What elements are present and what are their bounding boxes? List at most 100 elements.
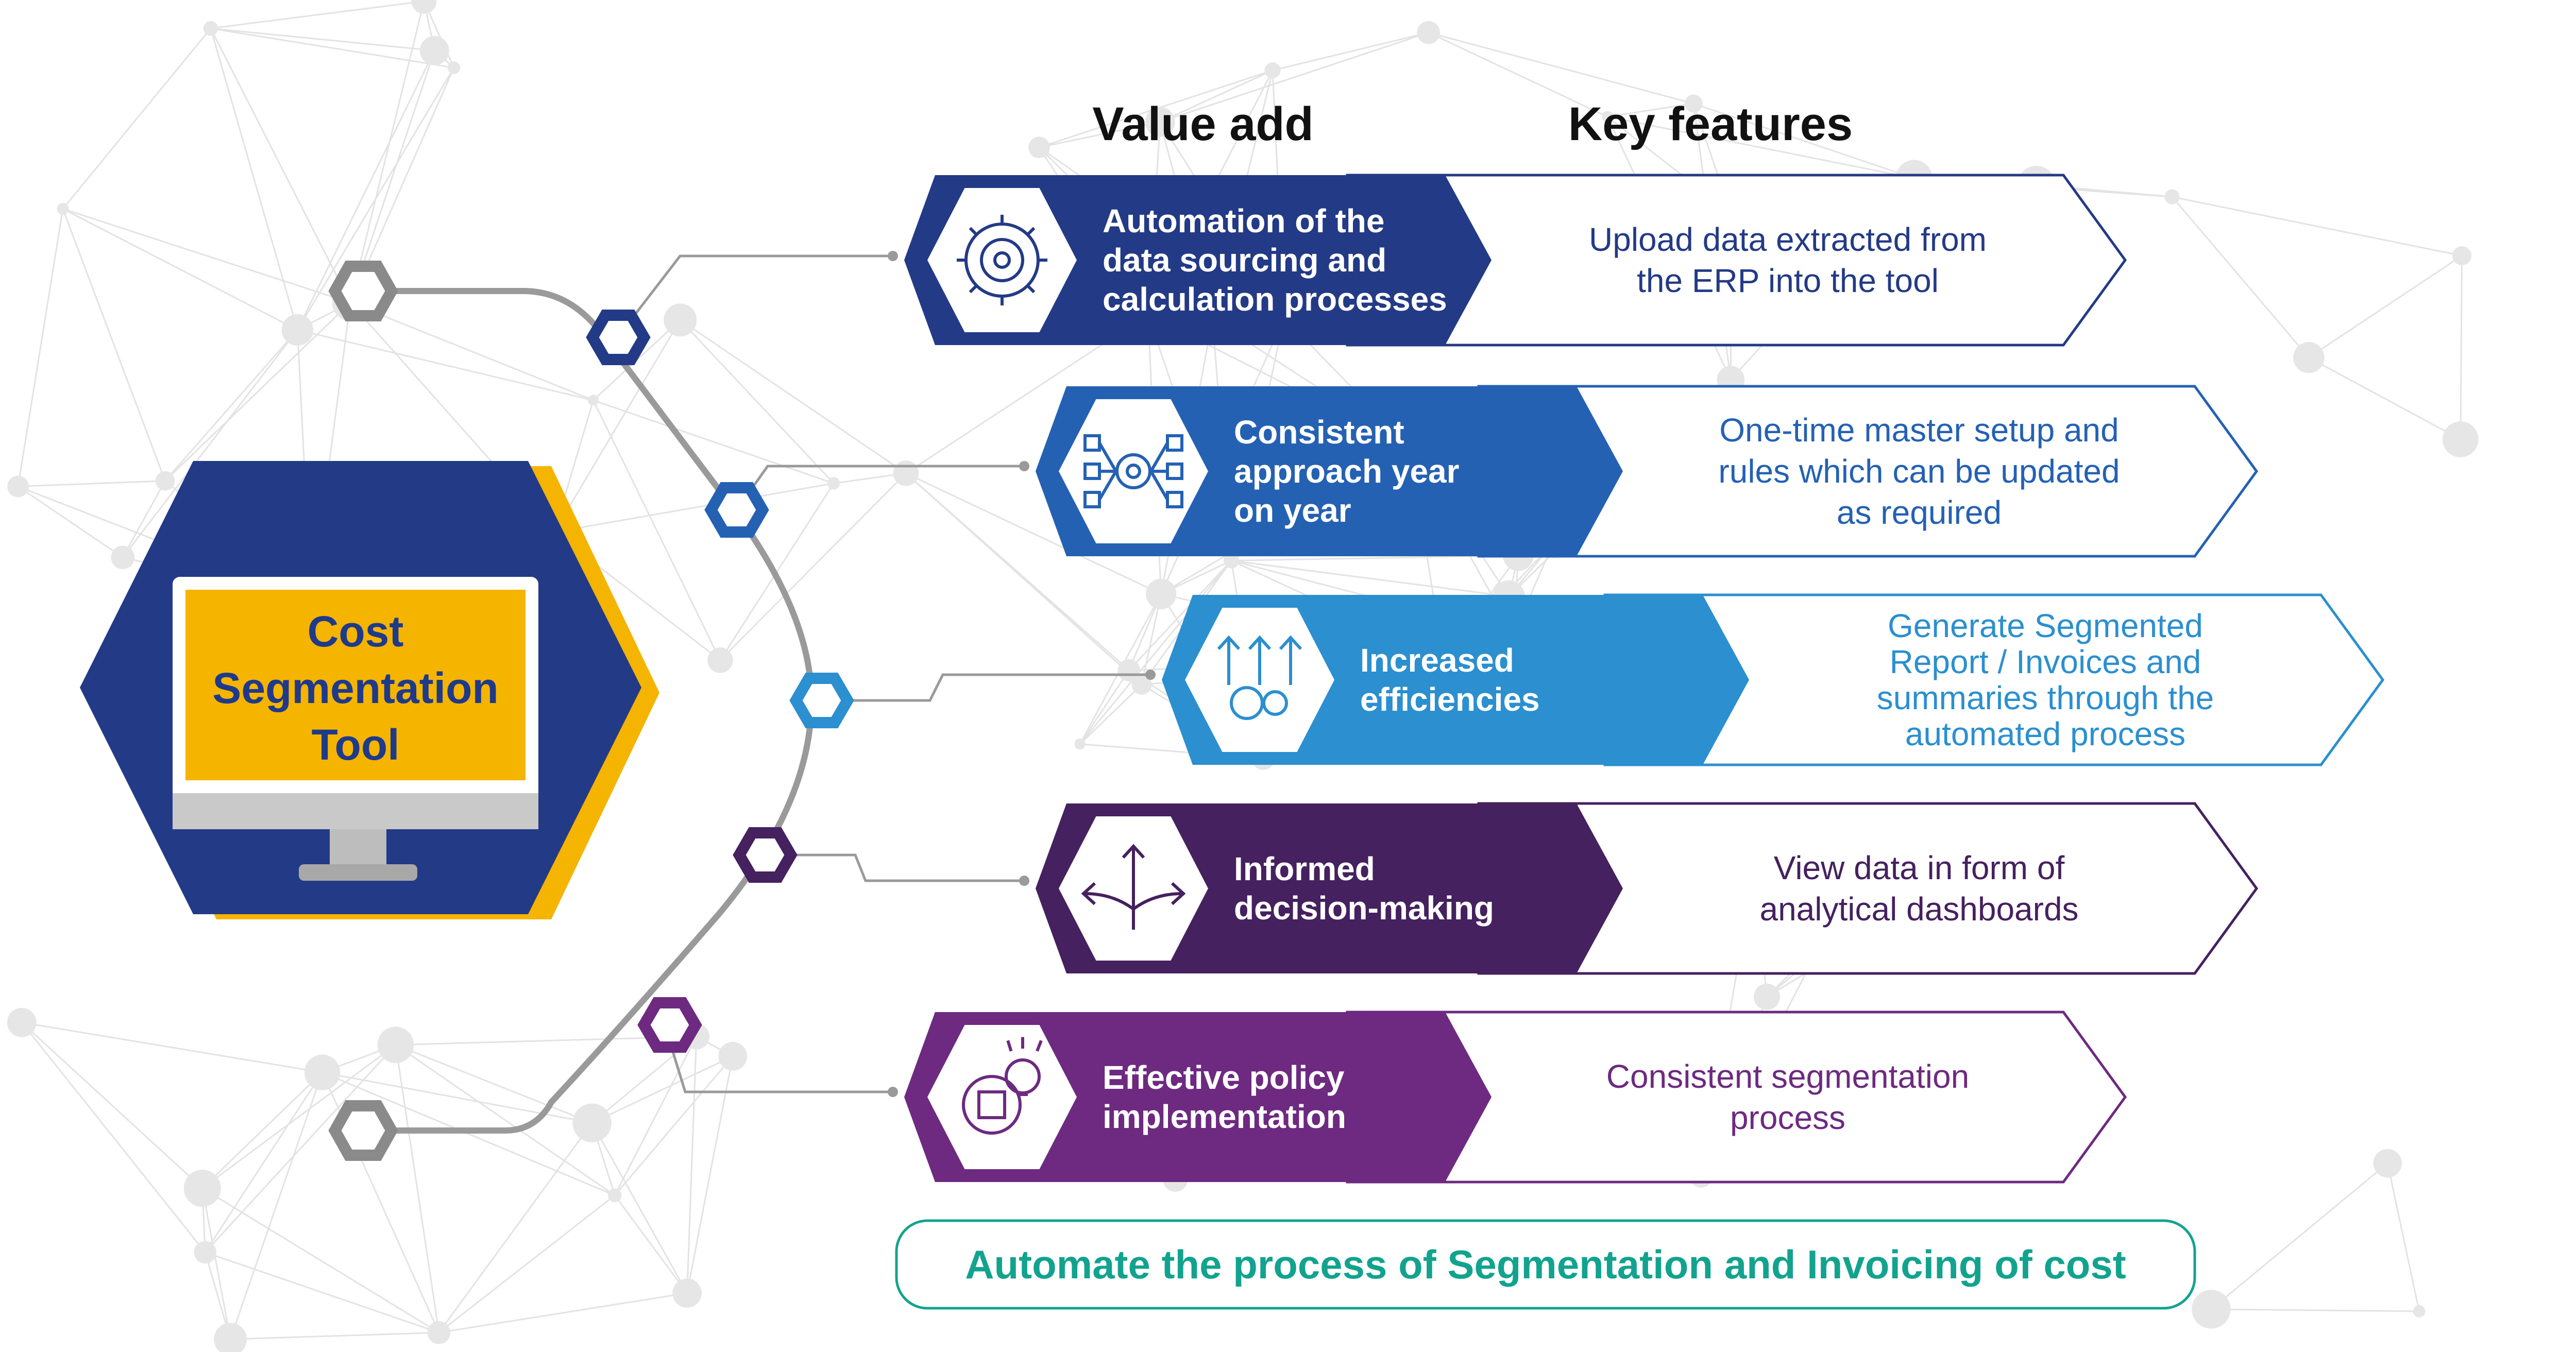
network-link xyxy=(18,486,124,558)
network-link xyxy=(438,1194,616,1333)
monitor-bezel xyxy=(173,793,538,829)
key-feature-text: Report / Invoices and xyxy=(1890,643,2201,680)
value-add-text: Informed xyxy=(1234,850,1375,887)
network-link xyxy=(2211,1308,2419,1312)
key-feature-text: analytical dashboards xyxy=(1759,891,2078,928)
network-link xyxy=(201,1188,231,1340)
network-node xyxy=(1117,659,1140,682)
key-feature-text: summaries through the xyxy=(1877,679,2214,716)
network-link xyxy=(395,1044,592,1124)
network-link xyxy=(1079,684,1143,745)
network-node xyxy=(2443,421,2479,457)
key-feature-text: One-time master setup and xyxy=(1719,412,2119,449)
network-node xyxy=(1145,107,1175,137)
key-feature-text: process xyxy=(1730,1099,1845,1136)
network-link xyxy=(321,1071,615,1196)
banner-border xyxy=(895,1219,2196,1310)
key-feature-text: Upload data extracted from xyxy=(1589,221,1987,258)
network-link xyxy=(554,482,834,533)
banner-text: Automate the process of Segmentation and… xyxy=(965,1242,2126,1287)
network-link xyxy=(210,0,425,29)
value-add-text: approach year xyxy=(1234,453,1460,490)
connector-dot-2 xyxy=(1019,461,1029,471)
network-link xyxy=(210,27,454,69)
network-link xyxy=(21,1021,323,1073)
network-node xyxy=(155,471,175,491)
network-node xyxy=(214,1323,247,1352)
monitor-screen xyxy=(185,590,526,780)
network-link xyxy=(905,472,1162,595)
hex-node-2 xyxy=(704,482,769,538)
key-feature-text: rules which can be updated xyxy=(1718,453,2120,490)
key-features-header: Key features xyxy=(1568,98,1853,150)
monitor-base xyxy=(299,864,417,881)
network-node xyxy=(664,303,697,337)
network-node xyxy=(707,647,733,673)
network-node xyxy=(1417,21,1440,44)
key-feature-text: Generate Segmented xyxy=(1888,607,2203,644)
network-link xyxy=(2308,356,2461,440)
feature-row-5: Effective policyimplementationConsistent… xyxy=(904,1011,2127,1184)
value-add-text: efficiencies xyxy=(1360,681,1540,718)
network-node xyxy=(7,1007,37,1037)
network-node xyxy=(1131,674,1152,695)
network-link xyxy=(1272,31,1429,72)
network-node xyxy=(7,475,29,498)
network-node xyxy=(572,1103,612,1142)
network-node xyxy=(447,61,461,74)
tool-title-line-3: Tool xyxy=(311,721,399,769)
icon-hexagon xyxy=(927,188,1077,332)
network-node xyxy=(1602,111,1614,123)
network-link xyxy=(438,1292,687,1333)
network-link xyxy=(686,1056,734,1293)
network-link xyxy=(592,400,721,661)
network-node xyxy=(587,395,599,406)
network-link xyxy=(1693,102,1914,179)
tool-title-line-2: Segmentation xyxy=(212,664,498,712)
network-link xyxy=(614,1194,688,1294)
network-link xyxy=(297,50,435,331)
value-add-text: calculation processes xyxy=(1103,281,1447,318)
network-link xyxy=(62,208,166,482)
network-link xyxy=(201,1072,323,1189)
network-link xyxy=(2210,1162,2388,1310)
network-link xyxy=(591,1122,688,1294)
network-node xyxy=(1264,62,1281,79)
network-node xyxy=(1224,553,1240,569)
network-link xyxy=(1079,670,1130,745)
network-node xyxy=(2293,342,2325,373)
cost-segmentation-tool: Cost Segmentation Tool xyxy=(80,461,659,919)
network-node xyxy=(2192,1290,2231,1329)
network-link xyxy=(201,1044,396,1189)
decision-arrows-icon xyxy=(1081,844,1186,930)
network-link xyxy=(686,1036,698,1293)
network-link xyxy=(62,28,212,210)
value-add-text: data sourcing and xyxy=(1103,242,1386,279)
value-add-text: Consistent xyxy=(1234,414,1404,451)
monitor-neck xyxy=(330,829,386,865)
network-link xyxy=(1079,560,1232,745)
network-node xyxy=(2373,1149,2402,1178)
network-node xyxy=(1753,983,1781,1010)
hex-node-bottom xyxy=(328,1100,398,1161)
network-link xyxy=(297,329,594,401)
network-link xyxy=(614,1055,734,1196)
key-feature-text: View data in form of xyxy=(1774,849,2065,886)
network-link xyxy=(349,1,425,303)
network-link xyxy=(1160,31,1429,123)
network-link xyxy=(553,319,681,533)
network-node xyxy=(607,1188,622,1203)
hex-node-4 xyxy=(733,827,798,883)
value-add-text: decision-making xyxy=(1234,889,1494,927)
connector-dots xyxy=(888,251,1156,1097)
network-link xyxy=(2308,255,2463,358)
network-node xyxy=(419,36,449,65)
network-link xyxy=(164,302,351,482)
icon-hexagon xyxy=(927,1025,1077,1169)
hex-node-5 xyxy=(637,997,702,1053)
network-node xyxy=(281,314,314,346)
row-connector-3 xyxy=(822,673,1149,702)
